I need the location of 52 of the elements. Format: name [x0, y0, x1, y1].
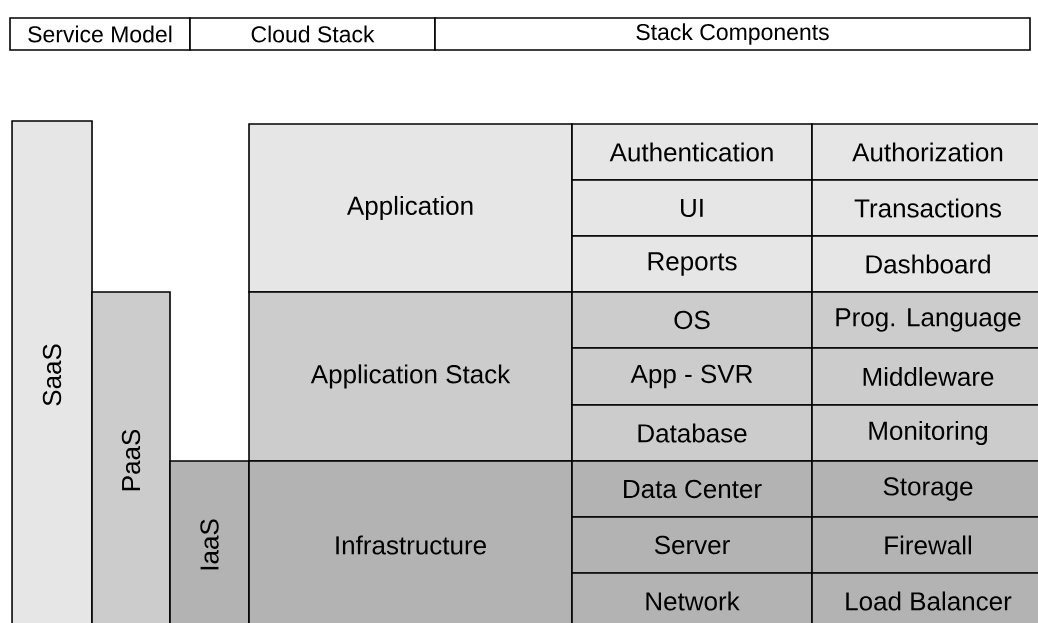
- component-cell: [571, 404, 813, 462]
- component-cell: [571, 460, 813, 518]
- component-cell: [811, 347, 1038, 406]
- service-model-bar: [11, 120, 93, 623]
- component-cell: [811, 460, 1038, 518]
- cell-label: Infrastructure: [336, 535, 486, 555]
- bar-label: PaaS: [121, 429, 141, 491]
- component-cell: [571, 347, 813, 406]
- cell-label: App - SVR: [630, 364, 753, 389]
- component-cell: [811, 516, 1038, 574]
- component-cell: [811, 291, 1038, 349]
- cell-label: Load Balancer: [846, 591, 1012, 611]
- component-cell: [571, 291, 813, 349]
- cell-label: Server: [654, 535, 730, 555]
- component-cell: [811, 235, 1038, 293]
- component-cell: [811, 123, 1038, 181]
- layer-box: [248, 291, 573, 462]
- cell-label: Service Model: [28, 25, 172, 43]
- cell-label: OS: [674, 310, 710, 330]
- cell-label: Cloud Stack: [251, 25, 375, 43]
- cell-label: Dashboard: [866, 254, 990, 274]
- service-model-bar: [91, 291, 171, 623]
- cell-label: Authentication: [609, 142, 773, 162]
- component-cell: [571, 123, 813, 181]
- cell-label: Application: [346, 195, 473, 221]
- cell-label: Authorization: [852, 142, 1003, 162]
- cell-label: Stack Components: [636, 23, 829, 45]
- component-cell: [571, 235, 813, 293]
- service-model-bar: [169, 460, 250, 623]
- cell-label: Database: [638, 423, 747, 443]
- cell-label: Network: [646, 591, 740, 611]
- cell-label: Firewall: [885, 535, 971, 555]
- cell-label: Middleware: [863, 366, 994, 387]
- layer-box: [248, 123, 573, 293]
- cell-label: Prog. Language: [836, 308, 1021, 332]
- component-cell: [571, 572, 813, 623]
- component-cell: [811, 572, 1038, 623]
- bar-label: IaaS: [200, 519, 219, 570]
- cell-label: Transactions: [854, 198, 1001, 218]
- component-cell: [571, 516, 813, 574]
- component-cell: [811, 179, 1038, 237]
- component-cell: [811, 404, 1038, 462]
- cell-label: Application Stack: [310, 364, 511, 389]
- header-cell: [9, 17, 191, 51]
- bar-label: SaaS: [42, 344, 62, 406]
- cell-label: UI: [681, 198, 703, 218]
- cell-label: Storage: [883, 477, 973, 501]
- cell-label: Monitoring: [869, 420, 987, 446]
- header-cell: [189, 17, 436, 51]
- cell-label: Reports: [648, 252, 737, 276]
- component-cell: [571, 179, 813, 237]
- cell-label: Data Center: [624, 479, 762, 499]
